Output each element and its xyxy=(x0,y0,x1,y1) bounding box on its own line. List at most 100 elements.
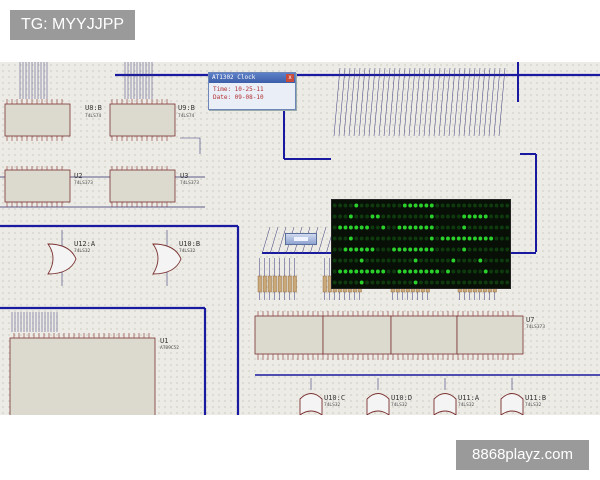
led-off xyxy=(413,214,418,219)
led-off xyxy=(348,258,353,263)
led-off xyxy=(505,258,510,263)
led-off xyxy=(381,203,386,208)
led-on xyxy=(348,236,353,241)
u12a-ref: U12:A xyxy=(74,240,96,248)
led-off xyxy=(456,280,461,285)
led-matrix-display xyxy=(331,199,511,289)
led-off xyxy=(435,247,440,252)
led-off xyxy=(478,280,483,285)
led-on xyxy=(402,247,407,252)
led-off xyxy=(359,236,364,241)
led-on xyxy=(429,236,434,241)
led-off xyxy=(483,280,488,285)
matrix-column-wire xyxy=(413,67,421,137)
led-off xyxy=(456,203,461,208)
led-off xyxy=(467,203,472,208)
led-off xyxy=(375,247,380,252)
led-on xyxy=(402,225,407,230)
led-on xyxy=(413,247,418,252)
u9b-ref: U9:B xyxy=(178,104,195,112)
matrix-row-wire xyxy=(277,226,287,255)
led-on xyxy=(429,225,434,230)
matrix-column-wire xyxy=(448,67,456,137)
led-off xyxy=(419,214,423,219)
led-on xyxy=(343,247,348,252)
led-off xyxy=(386,203,391,208)
u1-part: AT89C52 xyxy=(160,345,179,351)
led-off xyxy=(472,280,477,285)
matrix-column-wire xyxy=(443,67,451,137)
led-on xyxy=(419,225,423,230)
led-off xyxy=(505,269,510,274)
led-off xyxy=(440,269,445,274)
led-off xyxy=(478,247,483,252)
led-off xyxy=(472,203,477,208)
matrix-row-wire xyxy=(317,226,327,255)
close-icon[interactable]: x xyxy=(286,74,294,82)
led-on xyxy=(365,225,370,230)
clock-window-title: AT1302 Clock xyxy=(212,74,256,81)
led-off xyxy=(451,247,456,252)
led-off xyxy=(489,247,494,252)
led-off xyxy=(446,258,450,263)
matrix-column-wire xyxy=(463,67,471,137)
led-off xyxy=(381,258,386,263)
u10c-ref: U10:C xyxy=(324,394,345,402)
matrix-column-wire xyxy=(393,67,401,137)
led-off xyxy=(494,247,499,252)
chip-u9b xyxy=(109,103,176,137)
led-on xyxy=(365,269,370,274)
chip-driver-1 xyxy=(254,315,324,355)
led-off xyxy=(494,225,499,230)
matrix-column-wire xyxy=(428,67,436,137)
led-on xyxy=(375,269,380,274)
led-off xyxy=(348,280,353,285)
matrix-column-wire xyxy=(358,67,366,137)
led-on xyxy=(419,203,423,208)
led-on xyxy=(397,225,402,230)
simulation-button[interactable] xyxy=(285,233,317,245)
led-off xyxy=(440,203,445,208)
clock-date: Date: 09-08-10 xyxy=(213,94,264,101)
matrix-column-wire xyxy=(403,67,411,137)
led-on xyxy=(429,269,434,274)
led-off xyxy=(419,280,423,285)
led-on xyxy=(478,214,483,219)
led-on xyxy=(429,203,434,208)
led-off xyxy=(375,258,380,263)
led-on xyxy=(354,203,359,208)
led-off xyxy=(462,269,467,274)
u10b-part: 74LS32 xyxy=(179,248,196,254)
clock-window-titlebar[interactable]: AT1302 Clock x xyxy=(209,73,295,83)
gate-u10b xyxy=(152,243,182,275)
resistor-array-1-resistor xyxy=(262,275,267,293)
resistor-array-1-resistor xyxy=(282,275,287,293)
led-on xyxy=(408,247,413,252)
led-on xyxy=(397,269,402,274)
u11a-ref: U11:A xyxy=(458,394,480,402)
led-off xyxy=(381,247,386,252)
led-off xyxy=(505,247,510,252)
led-off xyxy=(440,258,445,263)
led-off xyxy=(343,236,348,241)
led-off xyxy=(494,203,499,208)
resistor-array-1-resistor xyxy=(277,275,282,293)
led-on xyxy=(451,236,456,241)
led-on xyxy=(483,214,488,219)
led-off xyxy=(435,236,440,241)
matrix-column-wire xyxy=(378,67,386,137)
chip-u8b xyxy=(4,103,71,137)
clock-window[interactable]: AT1302 Clock x Time: 10-25-11 Date: 09-0… xyxy=(208,72,296,110)
led-off xyxy=(402,258,407,263)
led-off xyxy=(392,258,396,263)
led-off xyxy=(505,225,510,230)
matrix-column-wire xyxy=(353,67,361,137)
simulation-button-glyph xyxy=(294,237,308,241)
matrix-column-wire xyxy=(453,67,461,137)
led-off xyxy=(370,236,375,241)
led-on xyxy=(413,280,418,285)
led-off xyxy=(440,247,445,252)
matrix-column-wire xyxy=(493,67,501,137)
led-off xyxy=(338,280,343,285)
